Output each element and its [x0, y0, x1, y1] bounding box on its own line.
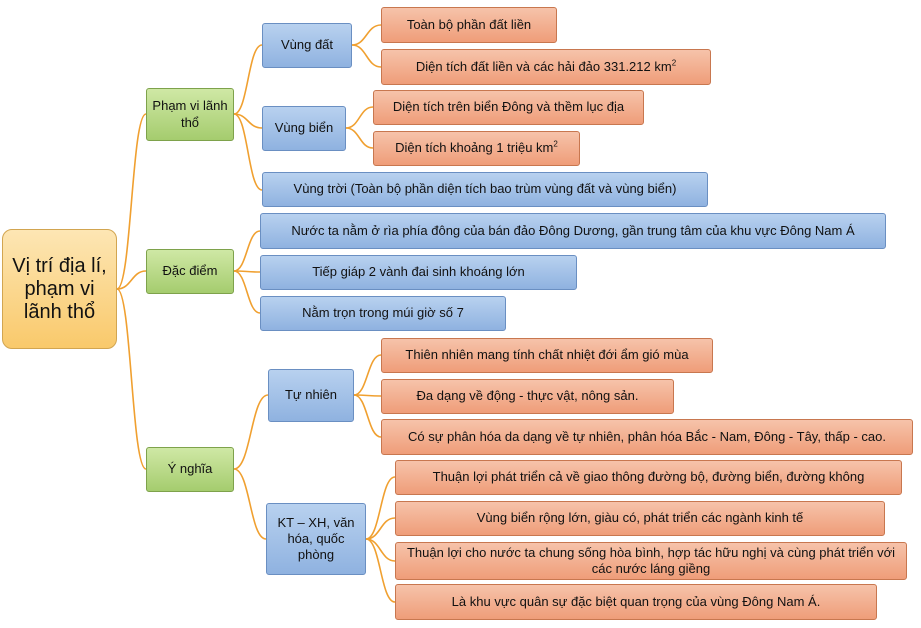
tu-nhien-item: Thiên nhiên mang tính chất nhiệt đới ẩm … — [381, 338, 713, 373]
tu-nhien-item: Đa dạng về động - thực vật, nông sản. — [381, 379, 674, 414]
superscript-2: 2 — [671, 58, 677, 68]
connector-line — [353, 394, 382, 438]
kt-xh-item: Là khu vực quân sự đặc biệt quan trọng c… — [395, 584, 877, 620]
vung-dat-item-text: Toàn bộ phần đất liền — [406, 16, 532, 32]
area-text: Diện tích đất liền và các hải đảo 331.21… — [415, 58, 672, 74]
root-label: Vị trí địa lí, phạm vi lãnh thổ — [12, 254, 107, 323]
vung-bien-item: Diện tích trên biển Đông và thềm lục địa — [373, 90, 644, 125]
dac-diem-item: Tiếp giáp 2 vành đai sinh khoáng lớn — [260, 255, 577, 290]
kt-xh-item: Thuận lợi cho nước ta chung sống hòa bìn… — [395, 542, 907, 580]
dac-diem-label: Đặc điểm — [162, 263, 218, 279]
dac-diem-item: Nước ta nằm ở rìa phía đông của bán đảo … — [260, 213, 886, 249]
connector-line — [116, 288, 147, 470]
tu-nhien-label: Tự nhiên — [284, 387, 338, 403]
connector-line — [116, 113, 147, 290]
node-vung-dat: Vùng đất — [262, 23, 352, 68]
vung-dat-item: Toàn bộ phần đất liền — [381, 7, 557, 43]
kt-xh-item-text: Là khu vực quân sự đặc biệt quan trọng c… — [451, 593, 821, 609]
kt-xh-item-text: Thuận lợi phát triển cả về giao thông đư… — [432, 469, 865, 485]
y-nghia-label: Ý nghĩa — [167, 461, 213, 477]
tu-nhien-item-text: Có sự phân hóa da dạng về tự nhiên, phân… — [408, 428, 886, 444]
kt-xh-item-text: Thuận lợi cho nước ta chung sống hòa bìn… — [406, 544, 896, 576]
connector-line — [233, 230, 261, 272]
connector-line — [233, 44, 263, 115]
connector-line — [345, 127, 374, 149]
dac-diem-item-text: Tiếp giáp 2 vành đai sinh khoáng lớn — [312, 264, 525, 280]
kt-xh-label: KT – XH, văn hóa, quốc phòng — [277, 514, 355, 563]
superscript-2: 2 — [553, 140, 558, 150]
connector-line — [233, 468, 267, 540]
vung-bien-item-text: Diện tích trên biển Đông và thềm lục địa — [392, 99, 625, 115]
connector-line — [345, 106, 374, 129]
tu-nhien-item-text: Thiên nhiên mang tính chất nhiệt đới ẩm … — [405, 347, 689, 363]
node-vung-bien: Vùng biển — [262, 106, 346, 151]
vung-dat-item-text: Diện tích đất liền và các hải đảo 331.21… — [416, 59, 676, 75]
connector-line — [365, 538, 396, 603]
connector-line — [233, 113, 263, 191]
pham-vi-label: Phạm vi lãnh thổ — [152, 98, 228, 130]
connector-line — [365, 517, 396, 540]
node-vung-troi: Vùng trời (Toàn bộ phần diện tích bao tr… — [262, 172, 708, 207]
node-pham-vi: Phạm vi lãnh thổ — [146, 88, 234, 141]
connector-line — [116, 270, 147, 290]
connector-line — [233, 270, 261, 314]
connector-line — [351, 24, 382, 46]
node-tu-nhien: Tự nhiên — [268, 369, 354, 422]
area-text: Diện tích khoảng 1 triệu km — [395, 140, 554, 156]
vung-bien-item: Diện tích khoảng 1 triệu km2 — [373, 131, 580, 166]
dac-diem-item-text: Nằm trọn trong múi giờ số 7 — [302, 305, 464, 321]
connector-line — [353, 354, 382, 396]
vung-bien-item-text: Diện tích khoảng 1 triệu km2 — [395, 140, 558, 156]
node-y-nghia: Ý nghĩa — [146, 447, 234, 492]
root-node: Vị trí địa lí, phạm vi lãnh thổ — [2, 229, 117, 349]
connector-line — [365, 476, 396, 540]
kt-xh-item-text: Vùng biển rộng lớn, giàu có, phát triển … — [476, 510, 804, 526]
connector-line — [351, 44, 382, 68]
tu-nhien-item-text: Đa dạng về động - thực vật, nông sản. — [416, 388, 639, 404]
vung-bien-label: Vùng biển — [274, 120, 334, 136]
vung-troi-label: Vùng trời (Toàn bộ phần diện tích bao tr… — [293, 181, 677, 197]
connector-line — [233, 394, 269, 470]
node-kt-xh: KT – XH, văn hóa, quốc phòng — [266, 503, 366, 575]
tu-nhien-item: Có sự phân hóa da dạng về tự nhiên, phân… — [381, 419, 913, 455]
vung-dat-label: Vùng đất — [280, 37, 334, 53]
dac-diem-item: Nằm trọn trong múi giờ số 7 — [260, 296, 506, 331]
node-dac-diem: Đặc điểm — [146, 249, 234, 294]
kt-xh-item: Thuận lợi phát triển cả về giao thông đư… — [395, 460, 902, 495]
dac-diem-item-text: Nước ta nằm ở rìa phía đông của bán đảo … — [291, 222, 855, 238]
kt-xh-item: Vùng biển rộng lớn, giàu có, phát triển … — [395, 501, 885, 536]
vung-dat-item: Diện tích đất liền và các hải đảo 331.21… — [381, 49, 711, 85]
